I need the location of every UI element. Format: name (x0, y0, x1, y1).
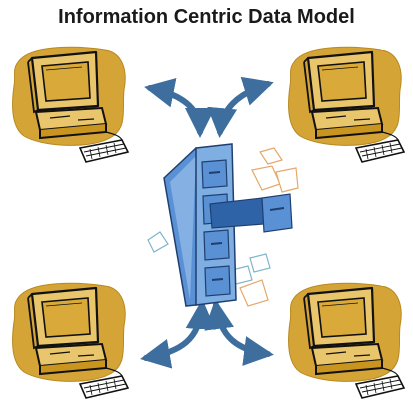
arrow-bottom-left (140, 299, 216, 369)
computer-icon-bottom-right (287, 282, 406, 400)
computer-icon-bottom-left (11, 282, 130, 400)
diagram-title: Information Centric Data Model (58, 6, 355, 28)
arrow-top-left (144, 78, 215, 138)
arrow-top-right (207, 76, 274, 138)
file-cabinet-icon (147, 143, 299, 307)
connector-arrows (140, 76, 274, 369)
computer-icon-top-left (11, 46, 130, 164)
arrow-bottom-right (204, 299, 274, 366)
computer-icon-top-right (287, 46, 406, 164)
paper-icon (147, 147, 299, 307)
